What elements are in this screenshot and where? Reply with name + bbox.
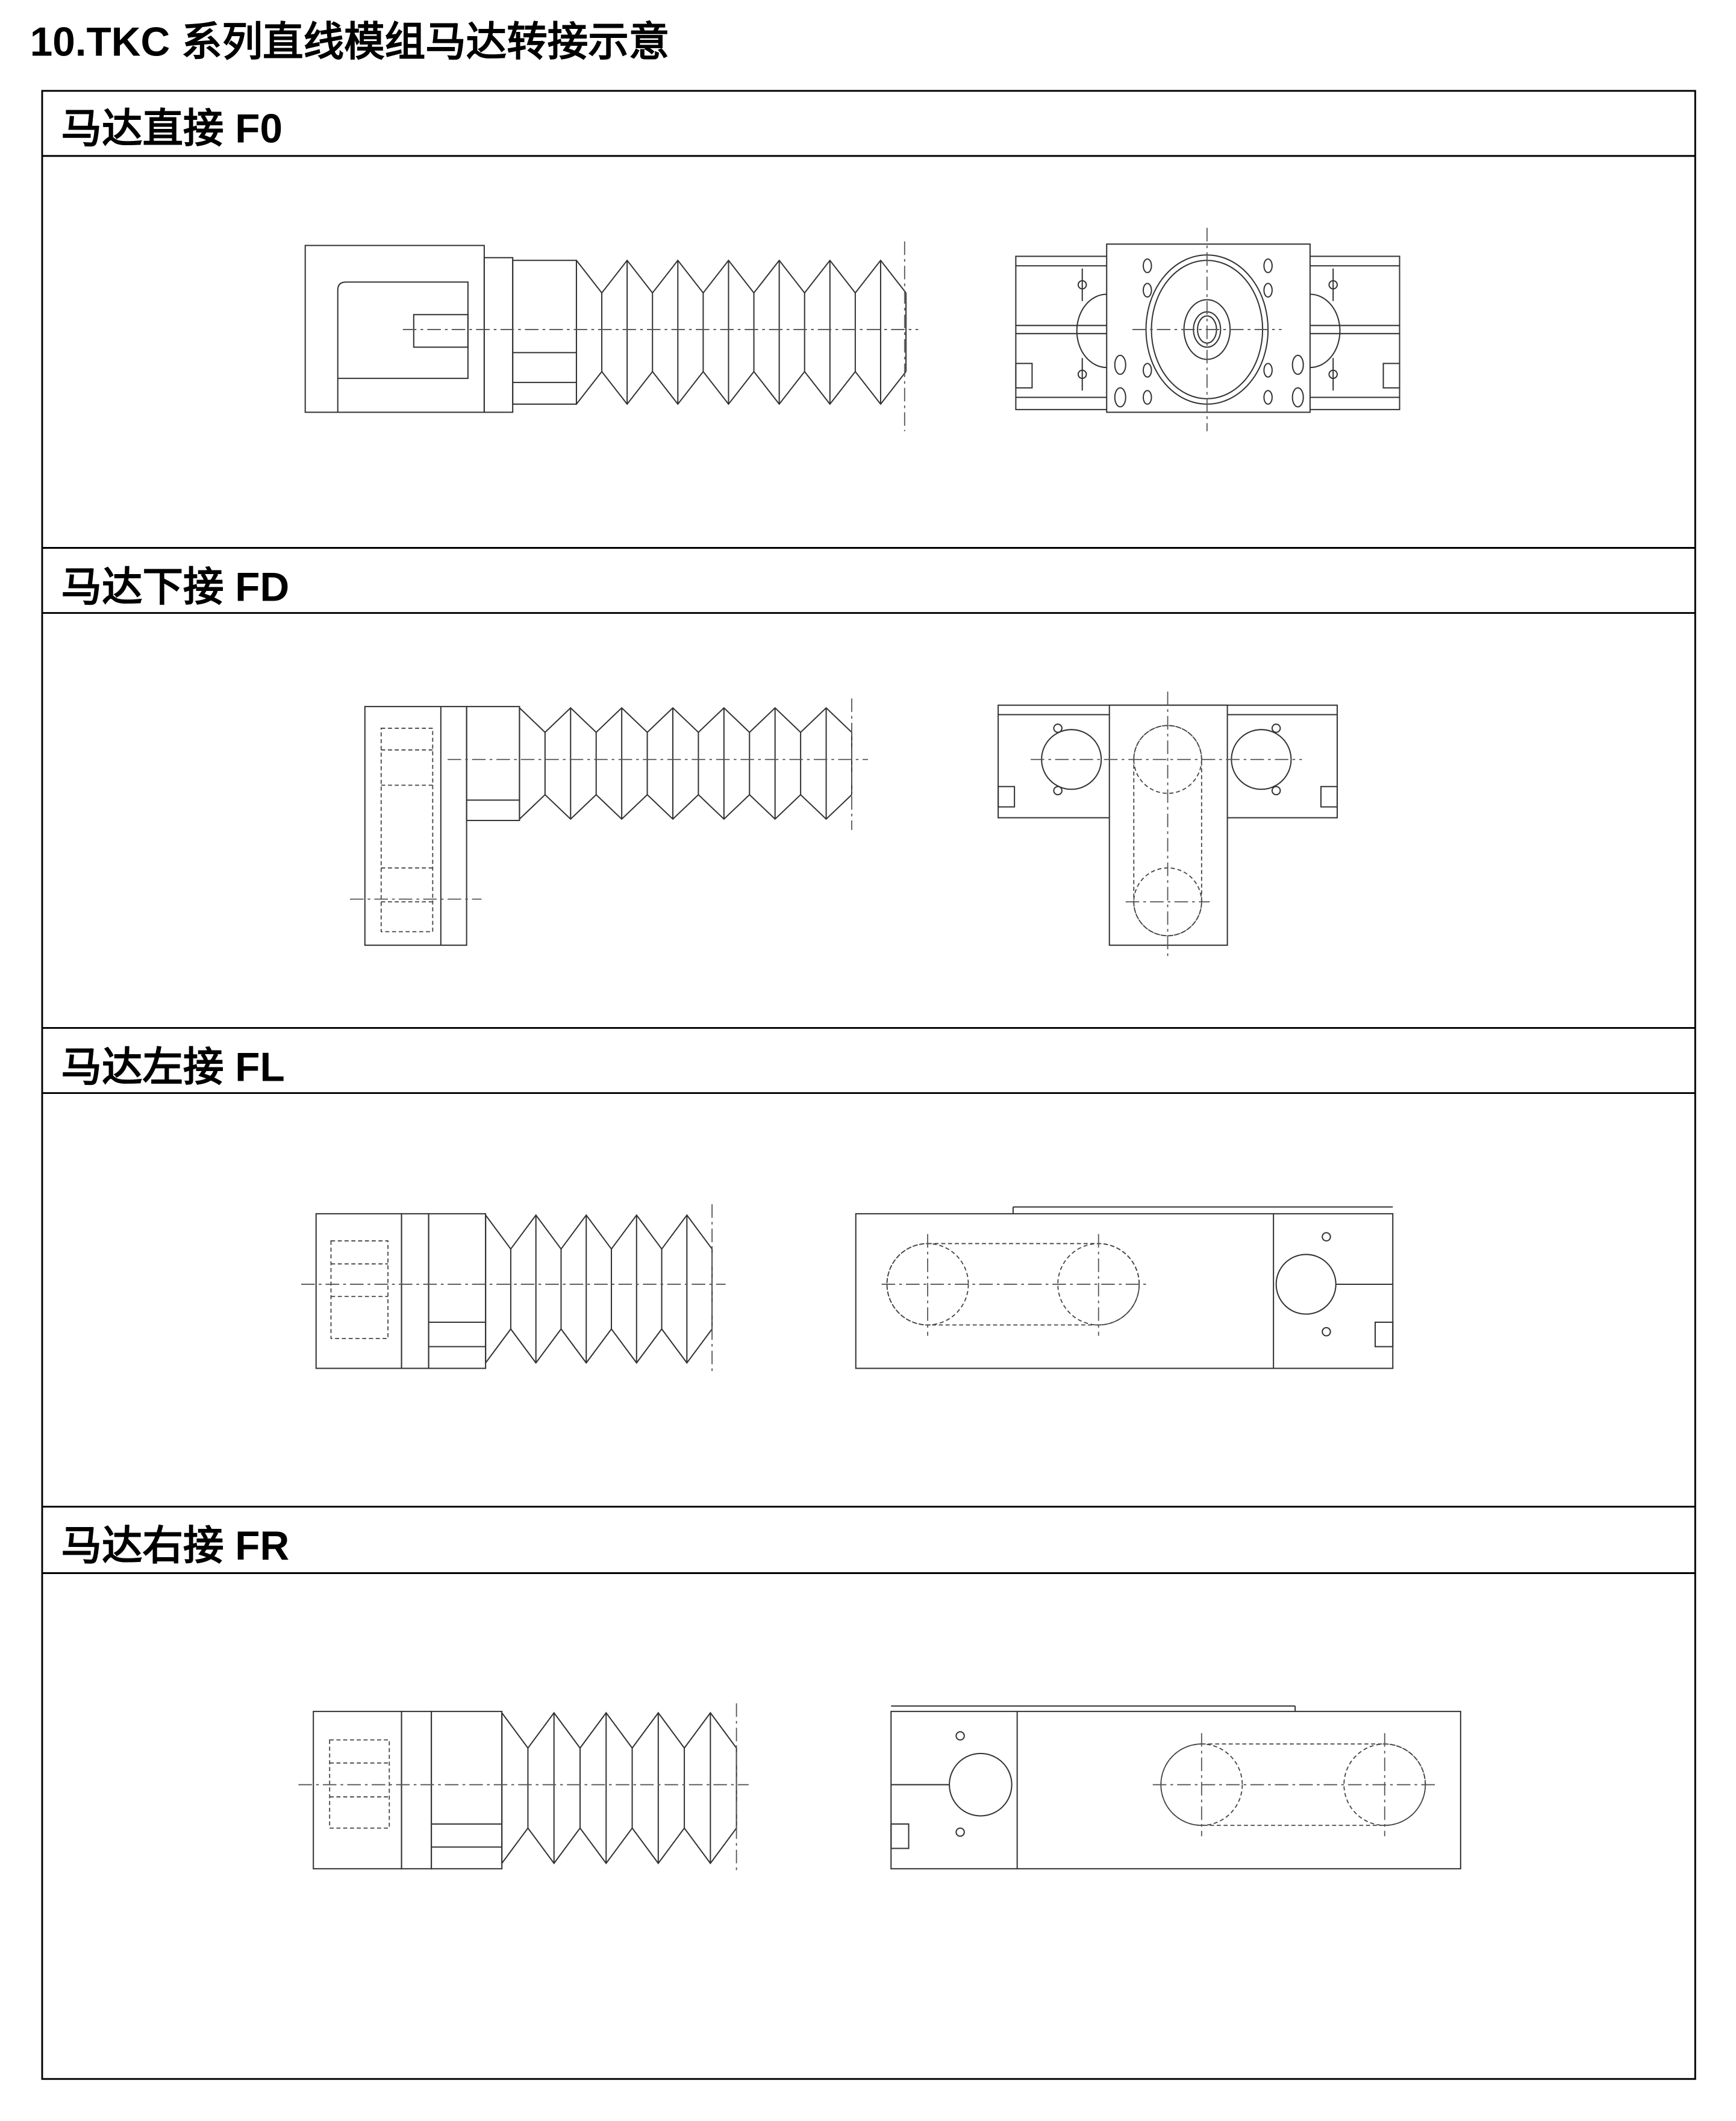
mount-body bbox=[890, 1711, 1461, 1870]
bellows-edge bbox=[501, 1711, 737, 1749]
adapter bbox=[483, 257, 514, 413]
flange bbox=[431, 1711, 503, 1870]
adapter bbox=[466, 705, 520, 822]
bellows-cover bbox=[519, 707, 852, 820]
bellows-edge bbox=[501, 1827, 737, 1864]
f0-side-view-drawing bbox=[304, 241, 919, 431]
section-header-fd: 马达下接 FD bbox=[61, 564, 289, 610]
bellows-edge bbox=[485, 1328, 713, 1364]
bellows-edge bbox=[485, 1214, 713, 1251]
adapter bbox=[401, 1213, 429, 1369]
motor-body bbox=[315, 1213, 402, 1369]
mount-plate bbox=[1108, 704, 1228, 946]
bellows-cover bbox=[485, 1214, 713, 1364]
fd-end-view-drawing bbox=[998, 692, 1338, 957]
motor-body bbox=[364, 705, 467, 946]
bellows-edge bbox=[576, 259, 907, 294]
mount-plate bbox=[1106, 243, 1311, 413]
flange bbox=[428, 1213, 487, 1369]
section-header-fl: 马达左接 FL bbox=[61, 1045, 284, 1090]
bellows-edge bbox=[519, 793, 852, 820]
bellows-cover bbox=[501, 1711, 737, 1864]
page-title: 10.TKC 系列直线模组马达转接示意 bbox=[30, 19, 670, 64]
f0-end-view-drawing bbox=[1015, 228, 1400, 431]
section-header-f0: 马达直接 F0 bbox=[61, 106, 283, 151]
adapter bbox=[401, 1711, 432, 1870]
fr-side-view-drawing bbox=[298, 1703, 749, 1872]
motor-body bbox=[304, 245, 485, 413]
table-frame bbox=[41, 90, 1696, 2080]
bellows-edge bbox=[576, 370, 907, 405]
bellows-cover bbox=[575, 259, 907, 405]
fl-end-view-drawing bbox=[855, 1206, 1394, 1369]
fr-end-view-drawing bbox=[890, 1705, 1461, 1870]
mount-body bbox=[855, 1213, 1394, 1369]
motor-body bbox=[313, 1711, 402, 1870]
bellows-edge bbox=[519, 707, 852, 734]
section-header-fr: 马达右接 FR bbox=[61, 1523, 289, 1569]
fd-side-view-drawing bbox=[350, 698, 868, 946]
fl-side-view-drawing bbox=[301, 1204, 726, 1373]
